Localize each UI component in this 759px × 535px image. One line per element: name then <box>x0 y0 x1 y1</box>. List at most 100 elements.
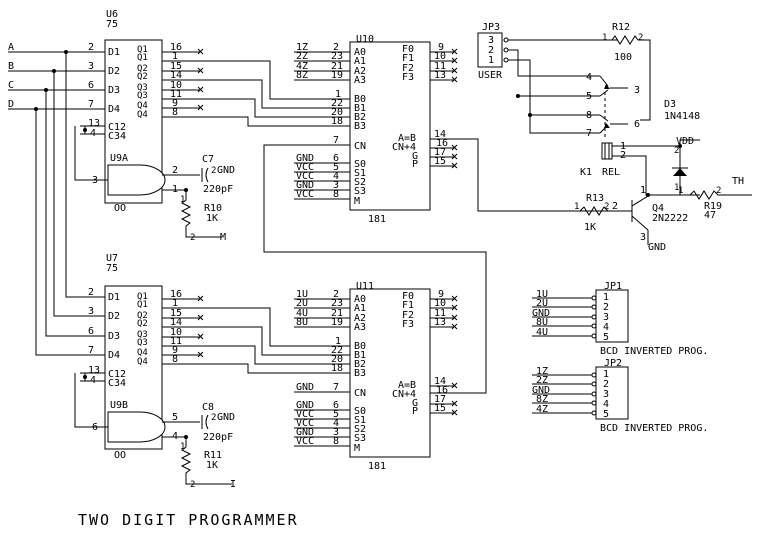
jp2-pin: 4 <box>603 399 609 410</box>
vdd-label: VDD <box>676 136 694 147</box>
input-a-label: A <box>8 42 14 53</box>
u10-s-net: VCC <box>296 171 314 182</box>
c8-ref: C8 <box>202 402 214 413</box>
u6-out-pin: 9 <box>172 98 178 109</box>
u11-f-pin: 13 <box>434 317 446 328</box>
u10-a-pin: 19 <box>331 70 343 81</box>
r10-value: 1K <box>206 213 218 224</box>
u9b-out-pin: 5 <box>172 412 178 423</box>
u7-pin-name: D3 <box>108 331 120 342</box>
k1-label: REL <box>602 167 620 178</box>
u10-f-pin: 11 <box>434 61 446 72</box>
jp1-net: 8U <box>536 317 548 328</box>
u6-pin-name: C34 <box>108 131 126 142</box>
u9a-ref: U9A <box>110 153 128 164</box>
u10-f-pin: 10 <box>434 51 446 62</box>
u7-pin-num: 2 <box>88 287 94 298</box>
r13-ref: R13 <box>586 193 604 204</box>
r12-pin: 1 <box>602 33 607 43</box>
u10-f-pin: 13 <box>434 70 446 81</box>
r19-value: 47 <box>704 210 716 221</box>
jp3-pin: 1 <box>488 55 494 66</box>
jp3-ref: JP3 <box>482 22 500 33</box>
u6-out-pin: 16 <box>170 42 182 53</box>
u11-b-pin: 18 <box>331 363 343 374</box>
u11-s-net: GND <box>296 427 314 438</box>
k1-pin: 3 <box>634 85 640 96</box>
u7-out-pin: 10 <box>170 327 182 338</box>
q4-pin: 2 <box>612 201 618 212</box>
u10-out-name: A=B <box>398 133 416 144</box>
u6-out-name: Q3 <box>137 83 148 93</box>
u7-pin-num: 13 <box>88 365 100 376</box>
u10-b-name: B0 <box>354 94 366 105</box>
u10-a-net: 2Z <box>296 51 308 62</box>
u10-cn-pin: 7 <box>333 135 339 146</box>
r13-value: 1K <box>584 222 596 233</box>
u6-clock-wires <box>74 125 110 181</box>
u10-s-pin: 4 <box>333 171 339 182</box>
u10-s-pin: 8 <box>333 189 339 200</box>
jp3-junction <box>528 113 532 117</box>
r10-resistor: 1 R10 1K 2 M <box>180 195 226 243</box>
u6-out-pin: 15 <box>170 61 182 72</box>
u6-pin-name: D3 <box>108 85 120 96</box>
u10-out-name: G <box>412 151 418 162</box>
u11-a-pin: 23 <box>331 298 343 309</box>
u6-out-name: Q4 <box>137 110 148 120</box>
u6-pin-num: 7 <box>88 99 94 110</box>
u11-cn-name: CN <box>354 388 366 399</box>
u10-s-pins: GND 6 S0 VCC 5 S1 VCC 4 S2 GND 3 S3 VCC … <box>294 153 366 207</box>
u11-ref: U11 <box>356 281 374 292</box>
u11-out-pins: A=B CN+4 G P 14 16 17 15 <box>392 376 458 417</box>
u7-pin-name: D4 <box>108 350 120 361</box>
u10-a-pins: 1Z 2 A0 2Z 23 A1 4Z 21 A2 8Z 19 A3 <box>294 42 366 86</box>
u6-pin-num: 6 <box>88 80 94 91</box>
q4-ref: Q4 <box>652 203 664 214</box>
u7-out-name: Q3 <box>137 330 148 340</box>
jp3-pin: 2 <box>488 45 494 56</box>
u11-f-name: F2 <box>402 310 414 321</box>
r11-net: I <box>230 479 236 490</box>
r13-pin: 2 <box>604 202 609 212</box>
jp1-header: JP1 1U 2U GND 8U 4U 1 2 3 4 5 BCD INVERT… <box>532 281 708 357</box>
u10-b-pins: 1 B0 22 B1 20 B2 18 B3 <box>331 89 366 132</box>
u11-cn-pin: 7 <box>333 382 339 393</box>
u7-pin-name: D2 <box>108 311 120 322</box>
u10-a-name: A3 <box>354 75 366 86</box>
u6-out-name: Q4 <box>137 101 148 111</box>
q4-transistor: 2 1 3 Q4 2N2222 GND <box>612 185 688 253</box>
u11-s-net: VCC <box>296 409 314 420</box>
r11-value: 1K <box>206 460 218 471</box>
u10-b-name: B1 <box>354 103 366 114</box>
u6-pin-num: 13 <box>88 118 100 129</box>
u10-a-net: 8Z <box>296 70 308 81</box>
u10-b-pin: 20 <box>331 107 343 118</box>
r12-ref: R12 <box>612 22 630 33</box>
jp1-net: 2U <box>536 298 548 309</box>
u11-a-pin: 21 <box>331 308 343 319</box>
u11-a-pin: 19 <box>331 317 343 328</box>
input-b-label: B <box>8 61 14 72</box>
jp2-net: 1Z <box>536 366 548 377</box>
r11-resistor: 1 R11 1K 2 I <box>180 442 236 490</box>
r13-resistor: R13 1 2 1K <box>574 193 632 233</box>
u7-out-name: Q4 <box>137 357 148 367</box>
u7-out-name: Q1 <box>137 300 148 310</box>
u6-out-pin: 14 <box>170 70 182 81</box>
k1-pin: 6 <box>634 119 640 130</box>
r12-pin: 2 <box>638 33 643 43</box>
u10-f-name: F3 <box>402 72 414 83</box>
u11-b-name: B1 <box>354 350 366 361</box>
u7-pin-name: D1 <box>108 292 120 303</box>
u10-cn: 7 CN <box>263 135 487 394</box>
u10-out-pin: 14 <box>434 129 446 140</box>
jp2-ref: JP2 <box>604 358 622 369</box>
u11-out-pin: 17 <box>434 394 446 405</box>
c8-net: GND <box>217 412 235 423</box>
u9a-in-pin: 3 <box>92 175 98 186</box>
u10-s-pin: 5 <box>333 162 339 173</box>
u11-b-pin: 1 <box>335 336 341 347</box>
u7-out-name: Q1 <box>137 292 148 302</box>
